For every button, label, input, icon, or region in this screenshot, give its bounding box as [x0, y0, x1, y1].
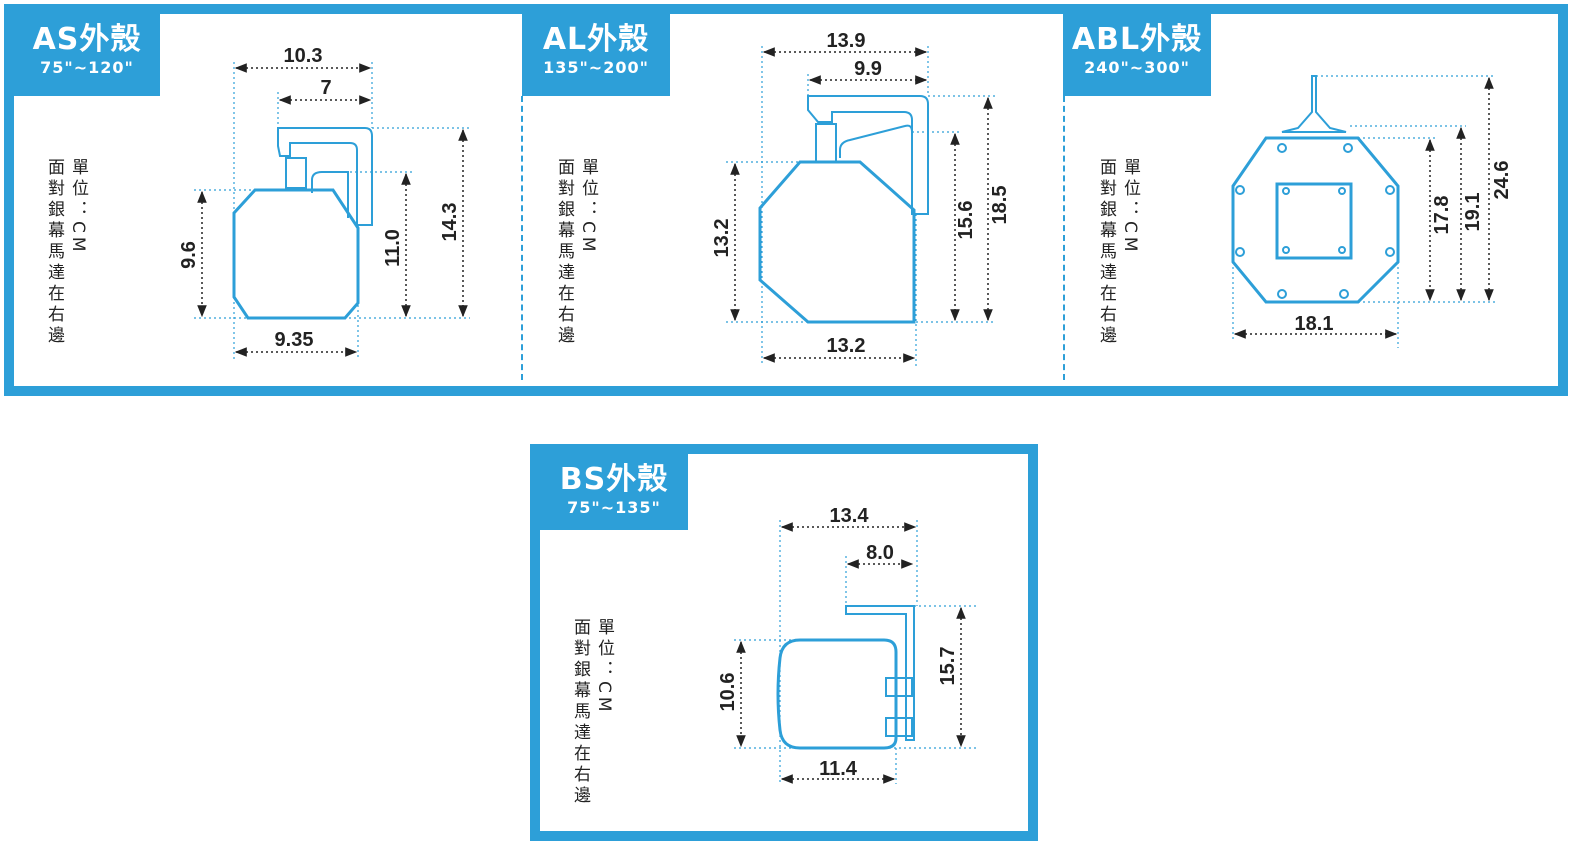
al-range: 135"~200"	[543, 58, 649, 77]
bs-housing-drawing	[776, 605, 915, 750]
bs-bracket-width-label: 8.0	[866, 542, 894, 564]
bs-direction-note: 面對銀幕馬達在右邊	[570, 618, 590, 807]
as-housing-drawing	[232, 127, 373, 320]
abl-body-width-label: 18.1	[1295, 313, 1334, 335]
as-top-width-label: 10.3	[284, 45, 323, 67]
bs-unit-note: 單位：CM	[594, 618, 614, 716]
abl-title: ABL外殼	[1071, 22, 1203, 57]
as-title: AS外殼	[32, 22, 142, 57]
as-bracket-width-label: 7	[320, 77, 331, 99]
as-guides	[194, 62, 470, 360]
al-dimension-lines	[730, 47, 993, 363]
as-total-height-label: 14.3	[439, 203, 461, 242]
al-mid-height-label: 15.6	[955, 201, 977, 240]
abl-direction-note: 面對銀幕馬達在右邊	[1096, 158, 1116, 347]
bs-body-width-label: 11.4	[819, 758, 858, 780]
al-body-height-label: 13.2	[711, 219, 733, 258]
al-guides	[726, 46, 995, 366]
as-range: 75"~120"	[40, 58, 134, 77]
al-total-height-label: 18.5	[989, 186, 1011, 225]
abl-mid-height-label: 19.1	[1462, 193, 1484, 232]
divider-as-al	[521, 96, 523, 380]
abl-body-height-label: 17.8	[1431, 196, 1453, 235]
al-unit-note: 單位：CM	[578, 158, 598, 256]
bs-total-height-label: 15.7	[937, 647, 959, 686]
bs-top-width-label: 13.4	[830, 505, 870, 527]
abl-dimension-lines	[1233, 76, 1494, 339]
al-direction-note: 面對銀幕馬達在右邊	[554, 158, 574, 347]
abl-total-height-label: 24.6	[1491, 161, 1513, 200]
as-tag: AS外殼 75"~120"	[14, 14, 160, 96]
as-body-height-label: 9.6	[178, 241, 200, 269]
bs-tag: BS外殼 75"~135"	[540, 454, 688, 530]
al-title: AL外殼	[542, 22, 650, 57]
al-tag: AL外殼 135"~200"	[522, 14, 670, 96]
abl-range: 240"~300"	[1084, 58, 1190, 77]
divider-al-abl	[1063, 96, 1065, 380]
as-mid-height-label: 11.0	[382, 229, 404, 267]
bs-range: 75"~135"	[567, 498, 661, 517]
as-direction-note: 面對銀幕馬達在右邊	[44, 158, 64, 347]
as-unit-note: 單位：CM	[68, 158, 88, 256]
bs-body-height-label: 10.6	[717, 673, 739, 712]
as-dimension-lines	[197, 63, 468, 357]
al-bracket-width-label: 9.9	[854, 58, 882, 80]
al-top-width-label: 13.9	[827, 30, 866, 52]
abl-housing-drawing	[1231, 75, 1400, 304]
bs-dimension-lines	[736, 522, 966, 784]
al-body-width-label: 13.2	[827, 335, 866, 357]
bs-guides	[734, 520, 976, 784]
bs-title: BS外殼	[559, 462, 669, 497]
as-body-width-label: 9.35	[275, 329, 314, 351]
abl-unit-note: 單位：CM	[1120, 158, 1140, 256]
abl-tag: ABL外殼 240"~300"	[1063, 14, 1211, 96]
abl-guides	[1232, 75, 1496, 348]
al-housing-drawing	[758, 95, 929, 324]
